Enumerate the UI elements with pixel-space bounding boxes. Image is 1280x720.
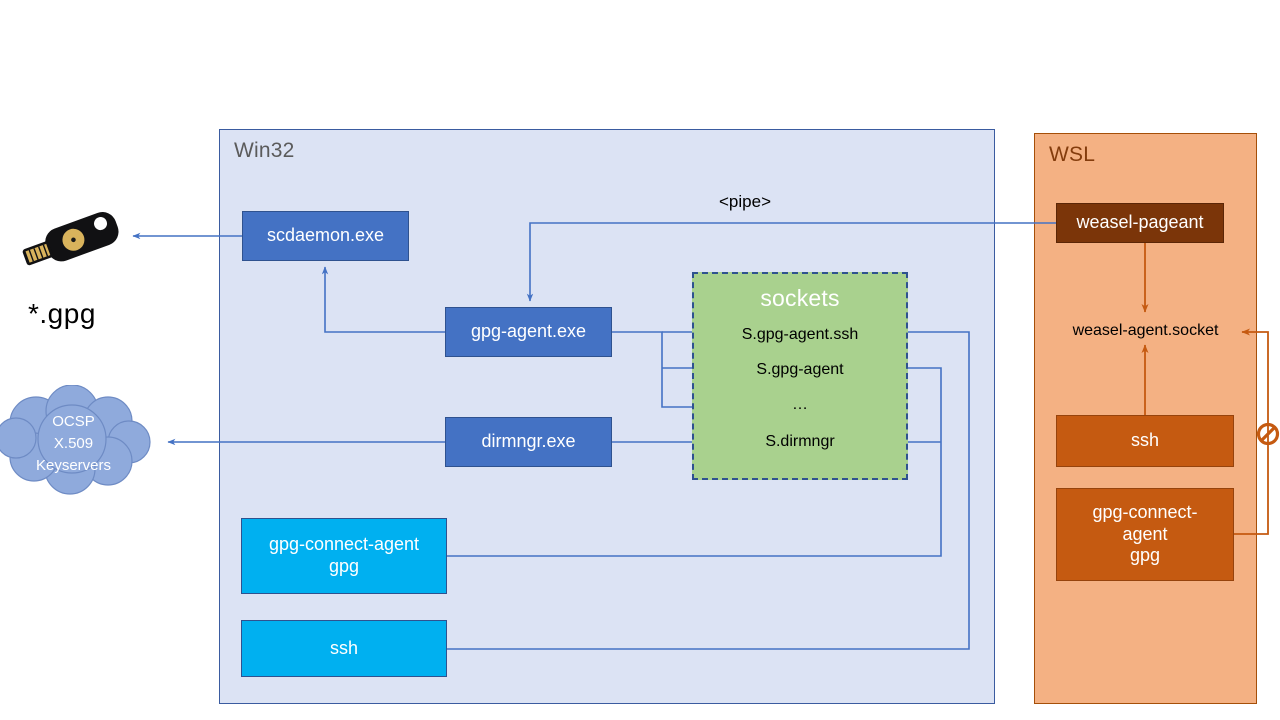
node-wsl-gpg-connect-agent-line2: agent (1122, 523, 1168, 544)
cloud-line-2: Keyservers (35, 456, 112, 474)
node-win32-ssh[interactable]: ssh (241, 620, 447, 677)
sockets-group-title: sockets (760, 285, 840, 311)
node-wsl-gpg-connect-agent[interactable]: gpg-connect- agent gpg (1056, 488, 1234, 581)
node-dirmngr-exe[interactable]: dirmngr.exe (445, 417, 612, 467)
node-wsl-gpg-connect-agent-line1: gpg-connect- (1092, 501, 1198, 522)
yubikey-icon (16, 196, 136, 286)
node-gpg-agent-exe[interactable]: gpg-agent.exe (445, 307, 612, 357)
cloud-line-0: OCSP (52, 413, 95, 430)
node-scdaemon-exe[interactable]: scdaemon.exe (242, 211, 409, 261)
gpg-file-label: *.gpg (28, 298, 96, 329)
socket-entry-s-dirmngr[interactable]: S.dirmngr (765, 433, 835, 450)
wsl-panel-title: WSL (1049, 143, 1096, 166)
no-entry-icon (1256, 422, 1280, 446)
node-wsl-gpg-connect-agent-line3: gpg (1129, 545, 1161, 566)
node-wsl-ssh[interactable]: ssh (1056, 415, 1234, 467)
node-win32-gpg-connect-agent[interactable]: gpg-connect-agent gpg (241, 518, 447, 594)
socket-entry-s-gpg-agent-ssh[interactable]: S.gpg-agent.ssh (741, 326, 859, 343)
socket-entry-ellipsis: … (792, 396, 808, 413)
node-win32-gpg-connect-agent-line2: gpg (328, 556, 360, 576)
win32-panel-title: Win32 (234, 139, 295, 162)
node-win32-gpg-connect-agent-line1: gpg-connect-agent (268, 534, 420, 555)
pipe-label: <pipe> (719, 192, 771, 211)
cloud-label: OCSP X.509 Keyservers (0, 411, 151, 476)
cloud-line-1: X.509 (53, 434, 94, 452)
ocsp-keyservers-cloud: OCSP X.509 Keyservers (0, 384, 166, 495)
socket-entry-s-gpg-agent[interactable]: S.gpg-agent (756, 361, 844, 378)
sockets-group: sockets S.gpg-agent.ssh S.gpg-agent … S.… (692, 272, 908, 480)
node-weasel-pageant[interactable]: weasel-pageant (1056, 203, 1224, 243)
node-weasel-agent-socket[interactable]: weasel-agent.socket (1072, 322, 1219, 339)
